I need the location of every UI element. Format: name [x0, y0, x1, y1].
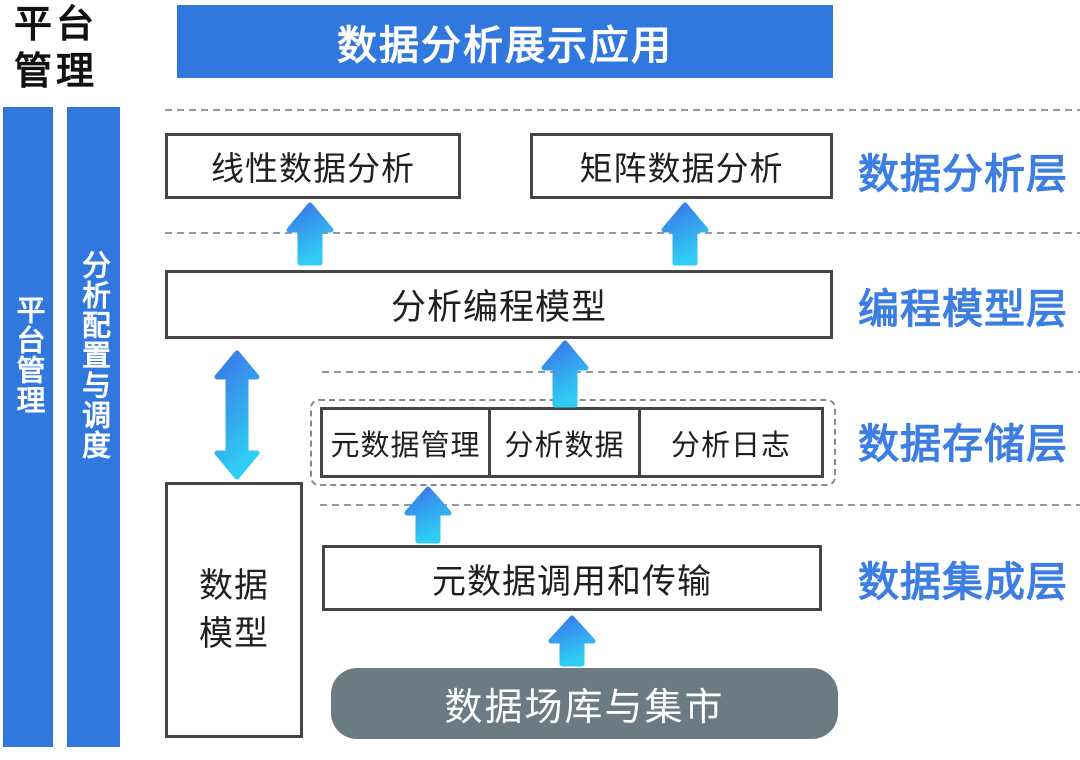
up-arrow-icon — [661, 202, 709, 266]
layer-label-programming-model: 编程模型层 — [858, 286, 1068, 332]
box-data-warehouse-mart-label: 数据场库与集市 — [444, 687, 725, 729]
storage-dashed-group: 元数据管理 分析数据 分析日志 — [310, 399, 836, 486]
divider-programming-storage — [322, 371, 1080, 373]
double-arrow-icon — [214, 350, 260, 480]
box-data-model-line2: 模型 — [199, 615, 269, 653]
up-arrow-icon — [548, 615, 596, 667]
cell-analysis-data: 分析数据 — [491, 410, 641, 475]
storage-cells: 元数据管理 分析数据 分析日志 — [320, 407, 824, 478]
banner-title: 数据分析展示应用 — [337, 23, 673, 68]
box-linear-data-analysis: 线性数据分析 — [165, 133, 461, 199]
cell-analysis-log: 分析日志 — [670, 429, 791, 462]
divider-banner-analysis — [165, 109, 1080, 111]
layer-label-data-analysis: 数据分析层 — [858, 151, 1068, 197]
corner-title-line2: 管理 — [14, 51, 99, 93]
box-metadata-transfer-label: 元数据调用和传输 — [432, 562, 712, 601]
up-arrow-icon — [286, 202, 334, 266]
box-linear-data-analysis-label: 线性数据分析 — [211, 150, 415, 187]
up-arrow-icon — [404, 486, 452, 544]
box-analysis-programming-model-label: 分析编程模型 — [390, 288, 607, 327]
box-metadata-transfer: 元数据调用和传输 — [322, 545, 822, 611]
cell-metadata-management: 元数据管理 — [323, 410, 491, 475]
up-arrow-icon — [541, 340, 589, 408]
divider-analysis-programming — [165, 232, 1080, 234]
box-matrix-data-analysis: 矩阵数据分析 — [530, 133, 833, 199]
sidebar-analysis-config-schedule-label: 分析配置与调度 — [77, 249, 110, 460]
box-data-model-line1: 数据 — [199, 567, 269, 605]
sidebar-analysis-config-schedule: 分析配置与调度 — [67, 107, 120, 747]
layer-label-data-storage: 数据存储层 — [858, 421, 1068, 467]
sidebar-platform-management-label: 平台管理 — [12, 294, 44, 415]
box-matrix-data-analysis-label: 矩阵数据分析 — [579, 150, 784, 187]
box-analysis-programming-model: 分析编程模型 — [165, 270, 833, 339]
divider-storage-integration — [320, 504, 1080, 506]
banner-display-application: 数据分析展示应用 — [177, 5, 833, 78]
corner-title: 平台 管理 — [14, 2, 134, 96]
box-data-model: 数据 模型 — [165, 482, 303, 738]
sidebar-platform-management: 平台管理 — [3, 107, 53, 747]
box-data-warehouse-mart: 数据场库与集市 — [331, 668, 838, 739]
corner-title-line1: 平台 — [14, 4, 99, 46]
layer-label-data-integration: 数据集成层 — [858, 559, 1068, 605]
